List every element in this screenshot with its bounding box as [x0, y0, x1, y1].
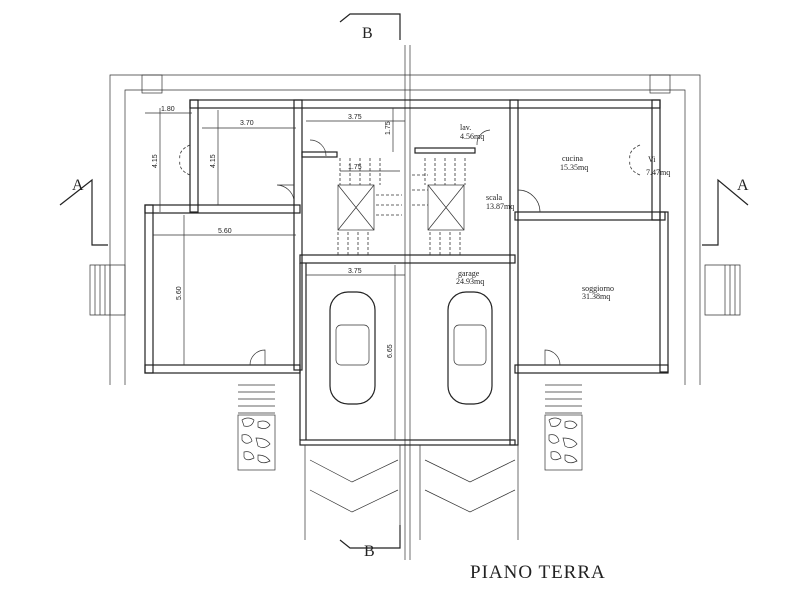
- section-a-left: A: [59, 177, 108, 246]
- doors: [179, 129, 641, 366]
- dim-1-75-stair: 1.75: [348, 164, 362, 171]
- dim-5-60-vertical: 5.60: [176, 286, 183, 300]
- dim-3-70: 3.70: [240, 120, 254, 127]
- driveways: [304, 445, 519, 540]
- eaves-outline: [109, 74, 701, 385]
- room-garage-area: 24.93mq: [456, 277, 484, 286]
- room-vi-area: 7.47mq: [646, 168, 670, 177]
- dim-4-15-room: 4.15: [210, 154, 217, 168]
- dim-4-15-left: 4.15: [152, 154, 159, 168]
- section-b-top-label: B: [362, 25, 373, 42]
- room-cucina-area: 15.35mq: [560, 163, 588, 172]
- dim-1-80: 1.80: [161, 106, 175, 113]
- room-soggiorno-area: 31.38mq: [582, 292, 610, 301]
- dimension-lines: [145, 108, 405, 440]
- room-scala-area: 13.87mq: [486, 202, 514, 211]
- room-cucina-name: cucina: [562, 154, 583, 163]
- room-scala-name: scala: [486, 193, 502, 202]
- room-vi-name: Vi: [648, 155, 656, 164]
- dim-3-75-garage: 3.75: [348, 268, 362, 275]
- car-left-icon: [329, 291, 376, 405]
- section-a-left-label: A: [72, 177, 84, 194]
- external-steps: [89, 264, 741, 414]
- dim-5-60-horizontal: 5.60: [218, 228, 232, 235]
- section-a-right-label: A: [737, 177, 749, 194]
- room-labels: lav. 4.56mq cucina 15.35mq Vi 7.47mq sca…: [456, 123, 670, 301]
- room-lav-area: 4.56mq: [460, 132, 484, 141]
- section-b-bottom: B: [339, 525, 401, 560]
- room-lav-name: lav.: [460, 123, 471, 132]
- dim-1-75-vertical: 1.75: [385, 121, 392, 135]
- dim-3-75-top: 3.75: [348, 114, 362, 121]
- stone-paths: [237, 414, 583, 471]
- room-soggiorno-name: soggiorno: [582, 284, 614, 293]
- section-b-bottom-label: B: [364, 543, 375, 560]
- section-b-top: B: [339, 13, 401, 42]
- stairs-right: [412, 158, 466, 255]
- dimension-labels: 1.80 3.70 3.75 1.75 1.75 4.15 4.15 5.60 …: [152, 106, 394, 358]
- dim-6-65: 6.65: [387, 344, 394, 358]
- room-garage-name: garage: [458, 269, 480, 278]
- center-axis: [404, 45, 411, 560]
- car-right-icon: [447, 291, 493, 405]
- section-a-right: A: [702, 177, 749, 246]
- stairs-left: [337, 158, 402, 255]
- drawing-title: PIANO TERRA: [470, 562, 606, 583]
- walls: [144, 99, 669, 446]
